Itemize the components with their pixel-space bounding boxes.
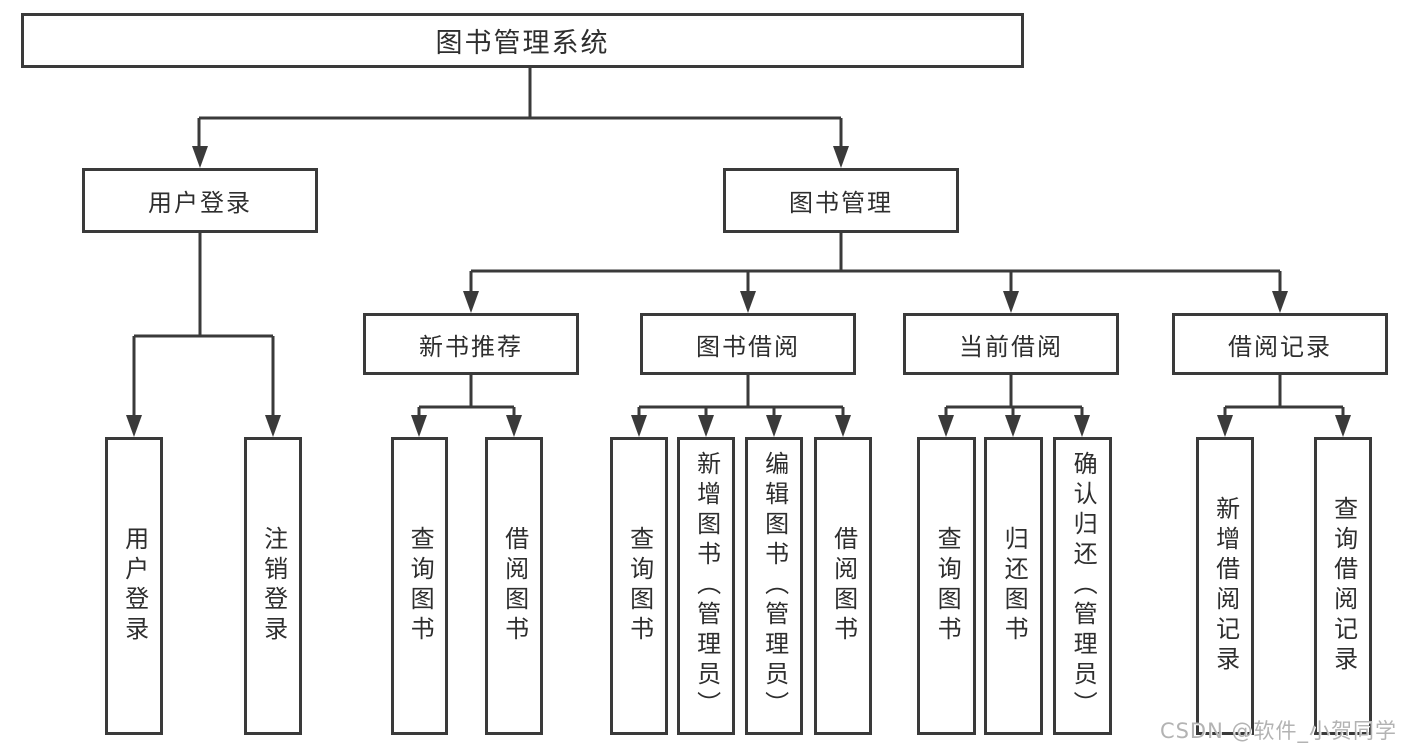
node-book-management-label: 图书管理 (789, 189, 893, 217)
arrowheads (126, 146, 1351, 437)
leaf-add-book-admin-label: 新增图书（管理员） (692, 451, 721, 721)
arrowhead (1074, 415, 1090, 437)
edge-new-book-recommend-children (417, 375, 516, 419)
leaf-query-borrow-record-label: 查询借阅记录 (1329, 496, 1358, 676)
node-borrow-records: 借阅记录 (1172, 313, 1388, 375)
arrowhead (1335, 415, 1351, 437)
leaf-query-borrow-record: 查询借阅记录 (1314, 437, 1372, 735)
leaf-add-borrow-record-label: 新增借阅记录 (1211, 496, 1240, 676)
node-new-book-recommend-label: 新书推荐 (419, 332, 523, 361)
leaf-add-book-admin: 新增图书（管理员） (677, 437, 735, 735)
node-user-login-label: 用户登录 (148, 189, 252, 217)
leaf-edit-book-admin-label: 编辑图书（管理员） (760, 451, 789, 721)
edge-root-to-level2 (197, 68, 843, 150)
node-book-borrow: 图书借阅 (640, 313, 856, 375)
arrowhead (126, 415, 142, 437)
leaf-borrow-books-recommend-label: 借阅图书 (500, 526, 529, 646)
leaf-confirm-return-admin: 确认归还（管理员） (1053, 437, 1112, 735)
arrowhead (835, 415, 851, 437)
arrowhead (766, 415, 782, 437)
leaf-add-borrow-record: 新增借阅记录 (1196, 437, 1254, 735)
leaf-borrow-books-borrow-label: 借阅图书 (829, 526, 858, 646)
node-book-borrow-label: 图书借阅 (696, 332, 800, 361)
arrowhead (411, 415, 427, 437)
leaf-return-book: 归还图书 (984, 437, 1043, 735)
edge-book-management-children (469, 233, 1282, 295)
arrowhead (1005, 415, 1021, 437)
arrowhead (631, 415, 647, 437)
leaf-query-books-recommend: 查询图书 (391, 437, 448, 735)
node-library-system-label: 图书管理系统 (435, 28, 610, 59)
arrowhead (1272, 291, 1288, 313)
edge-borrow-records-children (1223, 375, 1345, 419)
leaf-logout-label: 注销登录 (259, 526, 288, 646)
edge-user-login-children (132, 233, 275, 419)
arrowhead (698, 415, 714, 437)
node-user-login: 用户登录 (82, 168, 318, 233)
leaf-return-book-label: 归还图书 (1000, 526, 1029, 646)
leaf-query-books-current-label: 查询图书 (933, 526, 962, 646)
node-book-management: 图书管理 (723, 168, 959, 233)
leaf-borrow-books-recommend: 借阅图书 (485, 437, 543, 735)
arrowhead (192, 146, 208, 168)
arrowhead (463, 291, 479, 313)
leaf-logout: 注销登录 (244, 437, 302, 735)
leaf-borrow-books-borrow: 借阅图书 (814, 437, 872, 735)
edge-current-borrow-children (944, 375, 1084, 419)
node-current-borrow-label: 当前借阅 (959, 332, 1063, 361)
arrowhead (1003, 291, 1019, 313)
node-library-system: 图书管理系统 (21, 13, 1024, 68)
leaf-user-login: 用户登录 (105, 437, 163, 735)
watermark-text: CSDN @软件_小贺同学 (1159, 719, 1397, 743)
arrowhead (833, 146, 849, 168)
arrowhead (1217, 415, 1233, 437)
leaf-edit-book-admin: 编辑图书（管理员） (745, 437, 803, 735)
leaf-query-books-borrow-label: 查询图书 (625, 526, 654, 646)
leaf-user-login-label: 用户登录 (120, 526, 149, 646)
arrowhead (740, 291, 756, 313)
leaf-query-books-current: 查询图书 (917, 437, 976, 735)
arrowhead (265, 415, 281, 437)
arrowhead (506, 415, 522, 437)
leaf-confirm-return-admin-label: 确认归还（管理员） (1069, 451, 1098, 721)
leaf-query-books-borrow: 查询图书 (610, 437, 668, 735)
arrowhead (938, 415, 954, 437)
node-new-book-recommend: 新书推荐 (363, 313, 579, 375)
leaf-query-books-recommend-label: 查询图书 (406, 526, 435, 646)
edge-book-borrow-children (637, 375, 845, 419)
node-borrow-records-label: 借阅记录 (1228, 332, 1332, 361)
node-current-borrow: 当前借阅 (903, 313, 1119, 375)
